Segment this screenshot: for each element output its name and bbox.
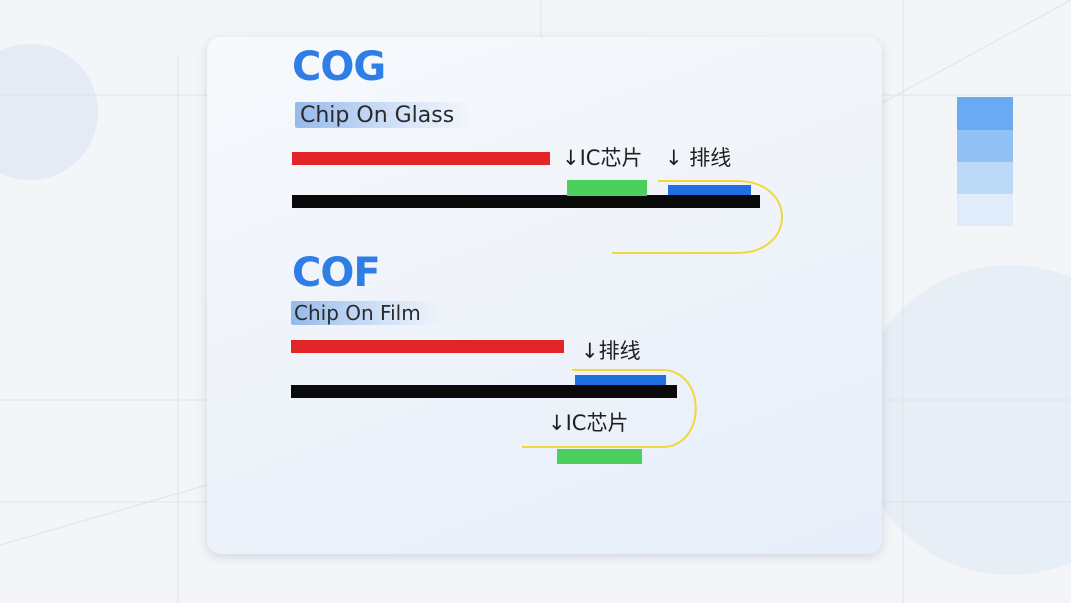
cog-ic-label: ↓IC芯片 bbox=[562, 148, 642, 169]
swatch-2 bbox=[957, 130, 1013, 162]
cof-ic-label-text: IC芯片 bbox=[565, 411, 629, 435]
swatch-4 bbox=[957, 194, 1013, 226]
cof-glass-bar bbox=[291, 340, 564, 353]
cof-subtitle-highlight bbox=[291, 301, 441, 325]
cof-cable bbox=[575, 375, 666, 385]
bg-circle-left bbox=[0, 44, 98, 180]
cof-title: COF bbox=[292, 250, 381, 296]
down-arrow-icon: ↓ bbox=[548, 411, 566, 435]
cof-flex-curve bbox=[522, 369, 697, 448]
down-arrow-icon: ↓ bbox=[665, 146, 683, 170]
down-arrow-icon: ↓ bbox=[581, 339, 599, 363]
cog-glass-bar bbox=[292, 152, 550, 165]
cof-substrate-bar bbox=[291, 385, 677, 398]
bg-diagonal bbox=[881, 0, 1071, 104]
down-arrow-icon: ↓ bbox=[562, 146, 580, 170]
cog-cable bbox=[668, 185, 751, 195]
cog-cable-label: ↓ 排线 bbox=[665, 148, 731, 169]
bg-circle-right bbox=[855, 265, 1071, 575]
cog-ic-label-text: IC芯片 bbox=[579, 146, 643, 170]
diagram-card: COG Chip On Glass ↓IC芯片 ↓ 排线 COF Chip On… bbox=[207, 37, 882, 554]
structure-diagram bbox=[291, 152, 783, 464]
cog-title: COG bbox=[292, 44, 386, 90]
cof-ic-label: ↓IC芯片 bbox=[548, 413, 628, 434]
cog-flex-curve bbox=[612, 180, 783, 254]
cog-subtitle-highlight bbox=[295, 102, 470, 128]
cog-substrate-bar bbox=[292, 195, 760, 208]
cof-ic-chip bbox=[557, 449, 642, 464]
bg-diagonal bbox=[0, 484, 208, 546]
cof-cable-label: ↓排线 bbox=[581, 341, 641, 362]
cof-cable-label-text: 排线 bbox=[598, 339, 641, 363]
swatch-3 bbox=[957, 162, 1013, 194]
cog-cable-label-text: 排线 bbox=[689, 146, 732, 170]
swatch-1 bbox=[957, 97, 1013, 130]
cog-subtitle: Chip On Glass bbox=[300, 103, 455, 128]
cof-subtitle: Chip On Film bbox=[294, 301, 421, 325]
cog-ic-chip bbox=[567, 180, 647, 196]
